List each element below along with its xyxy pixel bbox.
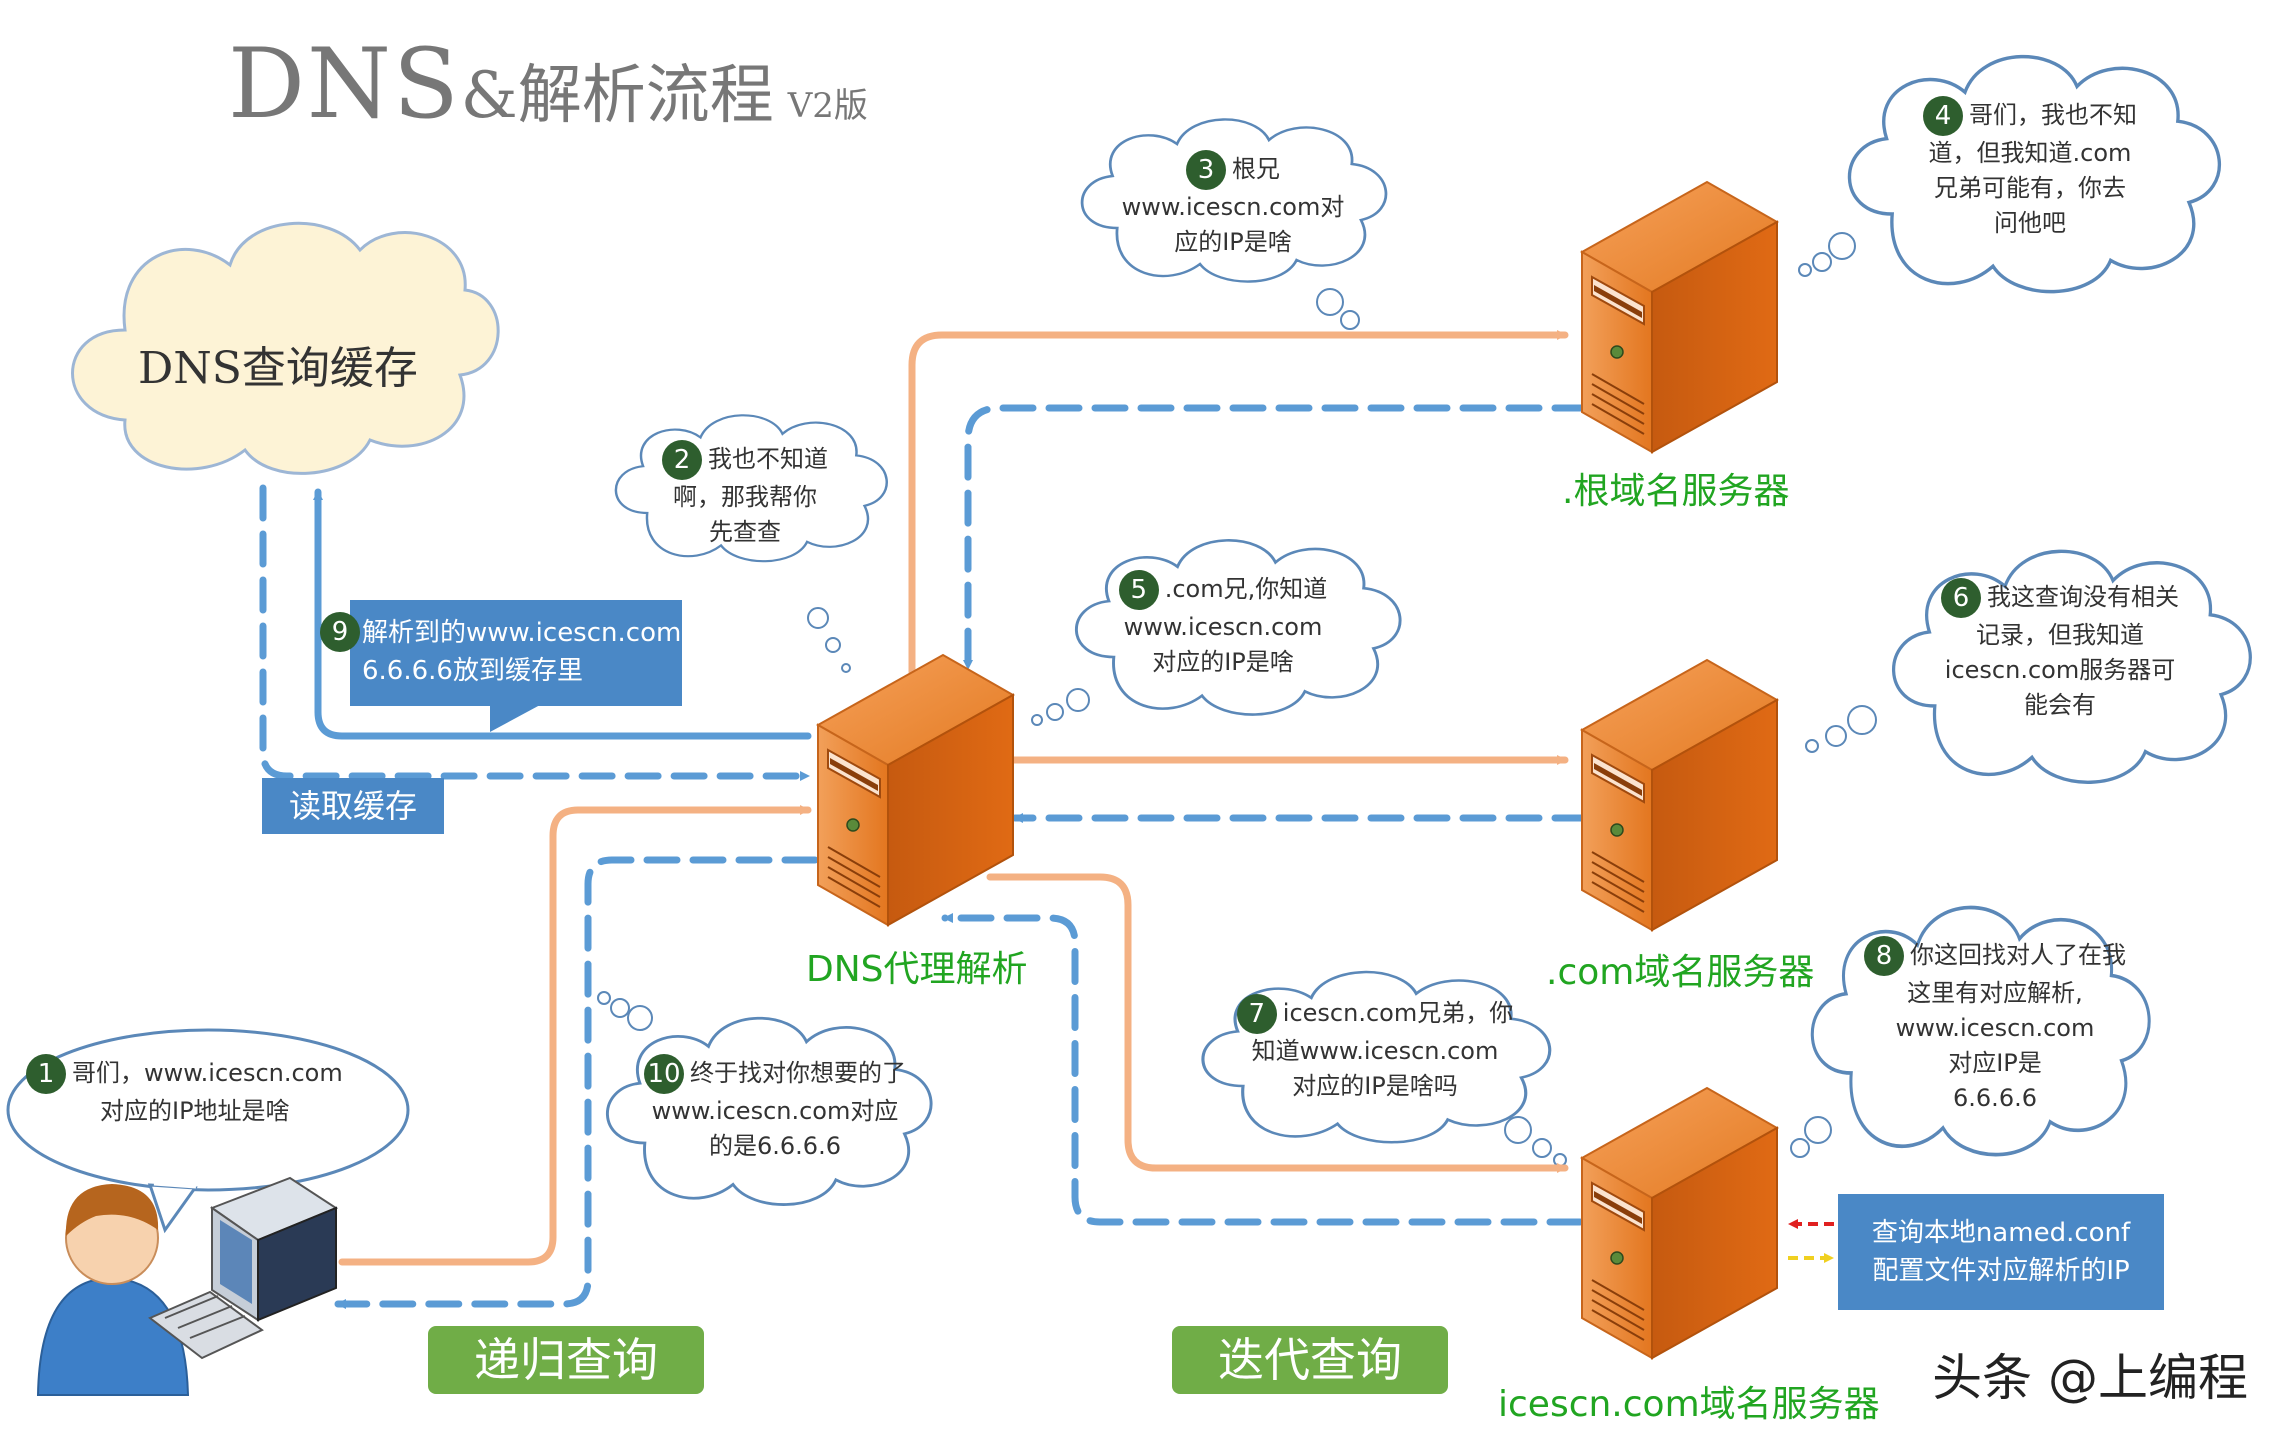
user-icon	[36, 1184, 190, 1396]
proxy-server-label: DNS代理解析	[806, 949, 1028, 990]
title-main: DNS	[228, 28, 461, 140]
recursive-query-label: 递归查询	[428, 1326, 704, 1394]
iterative-query-label: 迭代查询	[1172, 1326, 1448, 1394]
step9-callout-pointer	[490, 705, 540, 732]
icescn-server-icon	[1581, 1087, 1778, 1359]
step9-line-1: 解析到的www.icescn.com	[362, 618, 682, 648]
step9-box: 解析到的www.icescn.com 6.6.6.6放到缓存里	[350, 600, 682, 706]
named-conf-line-2: 配置文件对应解析的IP	[1872, 1256, 2130, 1286]
arrow-proxy-to-cache	[313, 488, 812, 740]
arrow-proxy-to-client	[334, 856, 819, 1309]
arrow-root-to-proxy	[963, 404, 1589, 672]
arrow-proxy-to-root	[908, 330, 1569, 676]
step4-number: 4	[1923, 96, 1963, 136]
com-server-label: .com域名服务器	[1546, 952, 1815, 993]
step8-number: 8	[1864, 936, 1904, 976]
step9-line-2: 6.6.6.6放到缓存里	[362, 656, 583, 686]
arrow-cache-to-proxy	[259, 484, 812, 781]
page-title: DNS&解析流程 V2版	[228, 28, 868, 140]
watermark: 头条 @上编程	[1932, 1349, 2248, 1407]
root-server-label: .根域名服务器	[1562, 471, 1790, 512]
step2-number: 2	[662, 440, 702, 480]
named-conf-box: 查询本地named.conf 配置文件对应解析的IP	[1838, 1194, 2164, 1310]
cache-label: DNS查询缓存	[138, 343, 418, 394]
step5-text: 5.com兄,你知道 www.icescn.com 对应的IP是啥	[1088, 570, 1358, 680]
title-version: V2版	[787, 86, 868, 126]
step7-number: 7	[1236, 994, 1277, 1034]
com-server-icon	[1581, 659, 1778, 931]
step6-number: 6	[1941, 578, 1981, 618]
proxy-server-icon	[817, 654, 1014, 926]
arrow-icescn-to-proxy	[941, 913, 1584, 1226]
step9-number: 9	[320, 612, 366, 652]
step1-number: 1	[26, 1054, 66, 1094]
arrow-proxy-to-icescn	[986, 873, 1569, 1173]
arrow-client-to-proxy	[338, 805, 812, 1266]
step5-number: 5	[1118, 570, 1159, 610]
step10-number: 10	[644, 1054, 684, 1094]
root-server-icon	[1581, 181, 1778, 453]
thought-cloud-1	[6, 1028, 410, 1234]
step3-number: 3	[1186, 150, 1226, 190]
named-conf-line-1: 查询本地named.conf	[1871, 1218, 2131, 1248]
icescn-server-label: icescn.com域名服务器	[1498, 1384, 1880, 1425]
title-subtitle: &解析流程	[460, 59, 774, 133]
computer-icon	[148, 1176, 339, 1360]
read-cache-label: 读取缓存	[262, 778, 444, 834]
cache-cloud	[71, 221, 500, 475]
